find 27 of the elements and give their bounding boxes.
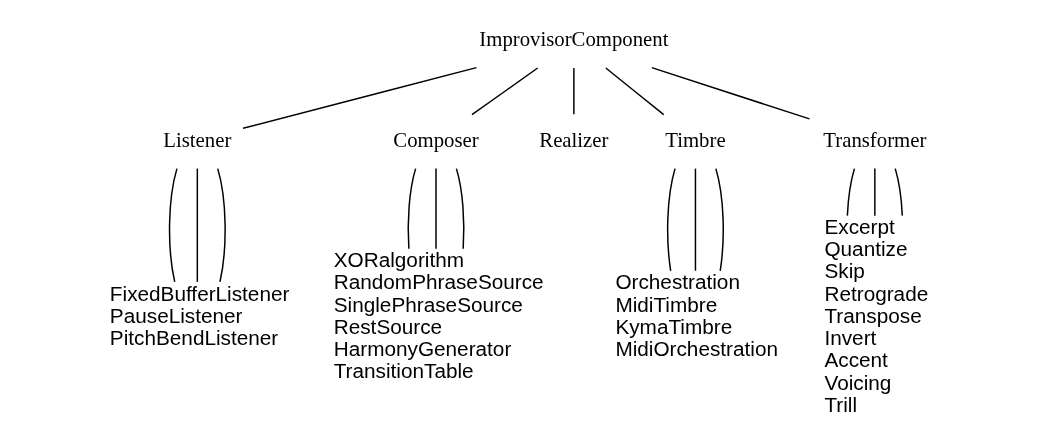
connector — [714, 167, 724, 272]
node-text: FixedBufferListener PauseListener PitchBendListener — [109, 281, 289, 350]
connector — [241, 66, 477, 129]
node-text: XORalgorithm RandomPhraseSource SinglePhraseSource RestSource HarmonyGenerator TransitionTable — [333, 248, 544, 383]
connector — [694, 167, 696, 272]
node-text: Composer — [392, 129, 479, 152]
connector — [434, 167, 437, 250]
node-text: Excerpt Quantize Skip Retrograde Transpose Invert Accent Voicing Trill — [823, 214, 928, 416]
node-text: Timbre — [664, 129, 726, 152]
connector — [470, 67, 538, 116]
node-text: Orchestration MidiTimbre KymaTimbre MidiOrchestration — [614, 270, 778, 361]
connector — [894, 167, 903, 217]
node-text: Realizer — [538, 129, 608, 152]
connector — [873, 167, 876, 217]
connector — [604, 67, 664, 116]
connector — [572, 67, 575, 115]
node-text: Transformer — [822, 129, 926, 152]
connector — [846, 167, 855, 217]
connector — [216, 167, 226, 283]
node-text: Listener — [162, 129, 231, 152]
connector — [168, 167, 178, 283]
connector — [196, 167, 198, 283]
connector — [650, 66, 810, 120]
connector — [407, 167, 416, 250]
node-text: ImprovisorComponent — [478, 28, 668, 51]
connector — [455, 167, 465, 250]
connector — [666, 167, 676, 272]
